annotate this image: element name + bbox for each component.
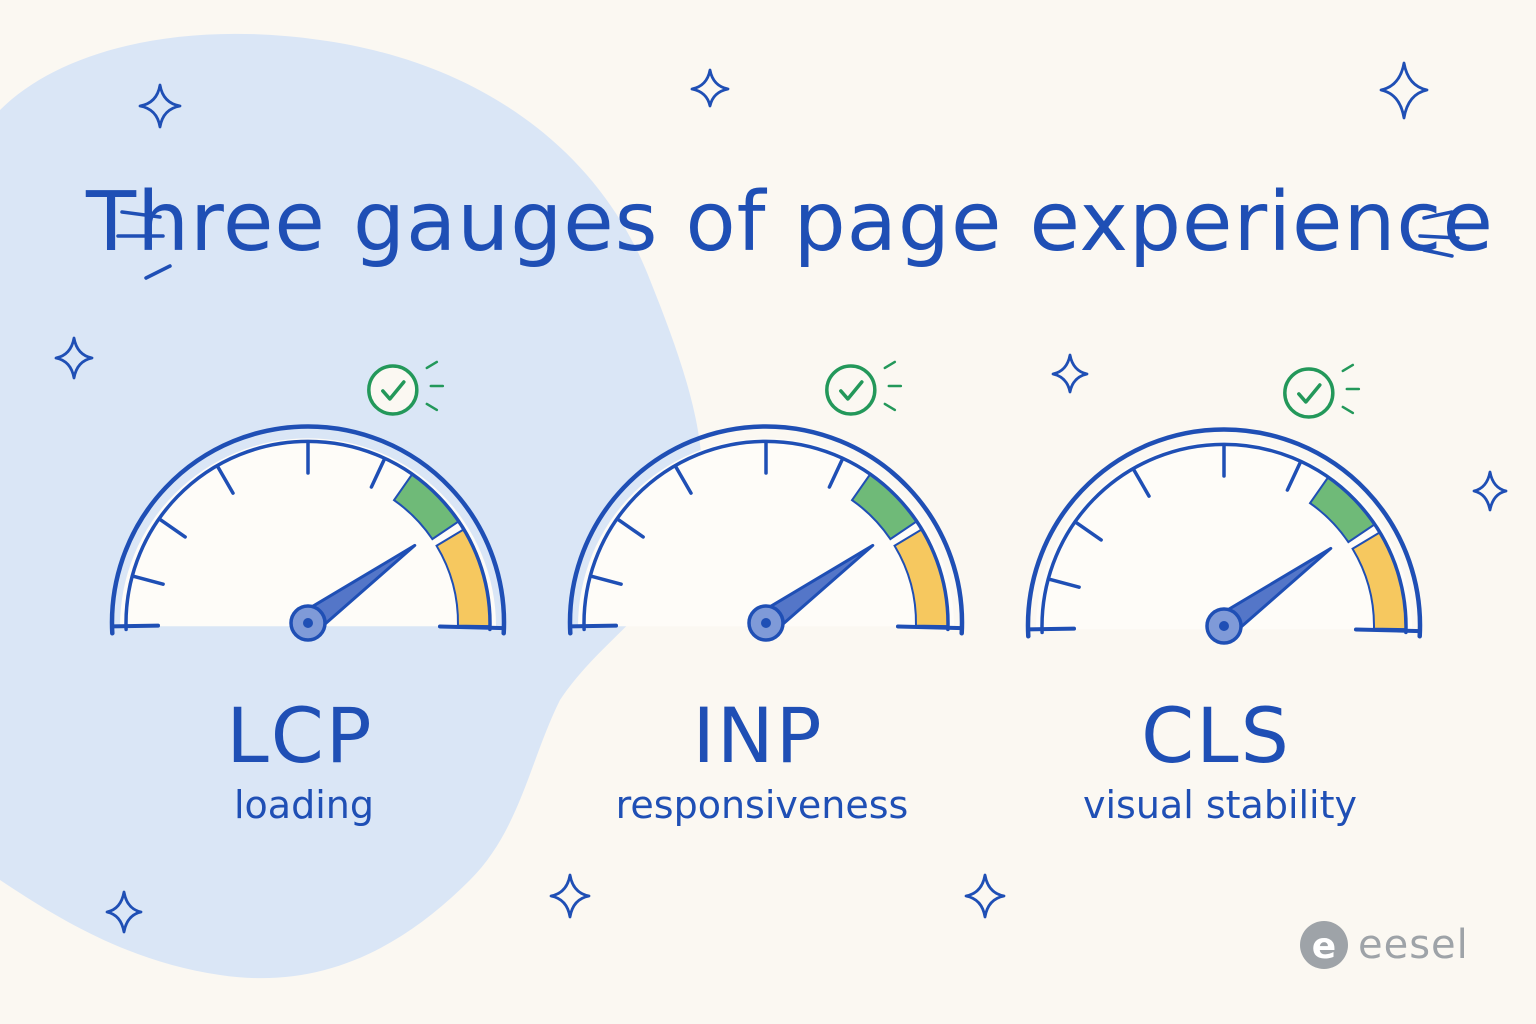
gauge-hub-center (303, 618, 313, 628)
gauge-tick (216, 465, 235, 495)
check-rays-icon (883, 360, 903, 412)
gauge-tick (1074, 521, 1103, 542)
check-rays-icon (1341, 363, 1361, 415)
gauge-outer-rim (1025, 427, 1423, 639)
sparkles (54, 61, 1508, 934)
gauge-base-right (437, 624, 506, 631)
sparkle-icon (1472, 470, 1508, 512)
sparkle-icon (1051, 353, 1089, 394)
gauge-face (120, 438, 496, 627)
check-circle-icon (367, 364, 419, 416)
gauge-tick (1048, 577, 1081, 589)
sparkle-icon (138, 83, 182, 129)
gauge-outer-rim (109, 424, 507, 636)
sparkle-icon (54, 336, 94, 380)
sparkle-icon (549, 873, 591, 919)
metric-caption: responsiveness (616, 783, 909, 827)
gauge-tick (369, 458, 386, 489)
logo-name: eesel (1358, 922, 1469, 968)
gauge-tick (1132, 468, 1151, 498)
sparkle-icon (690, 68, 730, 108)
sparkle-icon (1379, 61, 1429, 120)
gauge-tick (616, 518, 645, 539)
eesel-logo: e eesel (1300, 921, 1469, 969)
logo-letter: e (1312, 926, 1336, 967)
sparkle-icon (105, 890, 143, 934)
motion-lines-left-icon (116, 210, 172, 280)
gauge-tick (674, 465, 693, 495)
metric-caption: visual stability (1083, 783, 1357, 827)
gauge-face (1036, 441, 1412, 630)
logo-badge (1300, 921, 1348, 969)
check-circle-icon (825, 364, 877, 416)
page-title: Three gauges of page experience (85, 175, 1494, 270)
gauge-base-right (1353, 627, 1422, 634)
gauge-tick (827, 458, 844, 489)
gauge-base-left (568, 623, 619, 629)
metric-label: CLS (1141, 691, 1291, 780)
sparkle-icon (964, 873, 1006, 919)
gauge-base-left (110, 623, 161, 629)
gauge-base-left (1026, 626, 1077, 632)
gauge-hub-center (1219, 621, 1229, 631)
check-circle-icon (1283, 367, 1335, 419)
gauge-tick (590, 574, 623, 586)
gauge-tick (132, 574, 165, 586)
motion-lines-right-icon (1418, 210, 1460, 258)
metric-label: LCP (226, 691, 373, 780)
gauge-outer-rim (567, 424, 965, 636)
gauge-hub-center (761, 618, 771, 628)
gauge-tick (1285, 461, 1302, 492)
gauge-face (578, 438, 954, 627)
metric-label: INP (692, 691, 823, 780)
title-group: Three gauges of page experience (85, 175, 1494, 280)
check-rays-icon (425, 360, 445, 412)
gauge-tick (158, 518, 187, 539)
gauge-base-right (895, 624, 964, 631)
metric-caption: loading (234, 783, 374, 827)
